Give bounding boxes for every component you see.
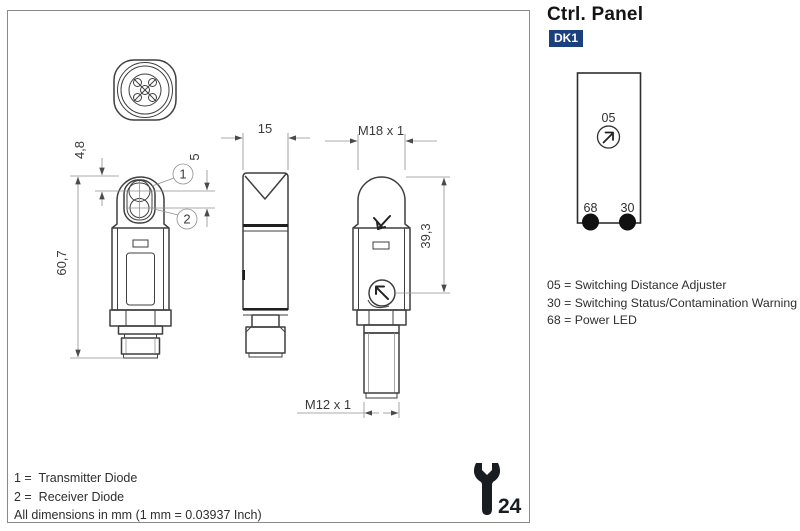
drawing-frame: 4,8 5 60,7 1 2 [7, 10, 530, 523]
dim-overall-height: 60,7 [54, 250, 69, 275]
legend-adjuster: 05 = Switching Distance Adjuster [547, 278, 727, 292]
adjuster-arrow-icon [602, 133, 613, 144]
note-receiver: 2 = Receiver Diode [14, 489, 125, 504]
dim-adjuster-position: 39,3 [418, 223, 433, 248]
legend-power-led: 68 = Power LED [547, 313, 637, 327]
front-view-dimensions: 4,8 5 60,7 1 2 [54, 141, 215, 359]
sensor-logo-icon [372, 215, 391, 250]
legend-status-led: 30 = Switching Status/Contamination Warn… [547, 295, 798, 310]
dim-connector-thread: M12 x 1 [305, 397, 351, 412]
dim-housing-width: 15 [258, 121, 272, 136]
status-led-code-label: 30 [621, 201, 635, 215]
ctrl-panel-drawing: 05 68 30 [576, 72, 642, 231]
callout-receiver-label: 2 [183, 212, 190, 227]
connector-end-view [113, 59, 177, 121]
adjuster-dial [596, 125, 621, 149]
dim-lens-pitch: 5 [187, 153, 202, 160]
drawing-notes: 1 = Transmitter Diode 2 = Receiver Diode… [14, 469, 262, 525]
callout-transmitter [172, 163, 194, 185]
callout-transmitter-label: 1 [179, 167, 186, 182]
type-badge: DK1 [549, 30, 584, 47]
side-view [242, 172, 289, 358]
dim-head-thread: M18 x 1 [358, 123, 404, 138]
pin-cross-icon [133, 78, 157, 102]
distance-adjuster-dial [367, 279, 396, 308]
wrench-symbol: 24 [473, 463, 522, 518]
technical-drawing: 4,8 5 60,7 1 2 [54, 59, 522, 518]
ctrl-panel-legend: 05 = Switching Distance Adjuster 30 = Sw… [547, 277, 797, 330]
power-led-dot [582, 213, 599, 231]
dim-lens-offset: 4,8 [72, 141, 87, 159]
wrench-icon [473, 463, 501, 515]
front-view [109, 176, 172, 359]
callout-receiver [176, 208, 198, 230]
adjuster-code-label: 05 [602, 111, 616, 125]
status-led-dot [619, 213, 636, 231]
page-title: Ctrl. Panel [547, 4, 644, 25]
side-view-dimensions: 15 [221, 121, 310, 170]
power-led-code-label: 68 [584, 201, 598, 215]
note-transmitter: 1 = Transmitter Diode [14, 471, 138, 485]
rear-view-dimensions: M18 x 1 39,3 M12 x 1 [297, 123, 450, 418]
rear-view [352, 176, 411, 399]
wrench-size-label: 24 [498, 495, 522, 518]
note-units: All dimensions in mm (1 mm = 0.03937 Inc… [14, 508, 262, 522]
